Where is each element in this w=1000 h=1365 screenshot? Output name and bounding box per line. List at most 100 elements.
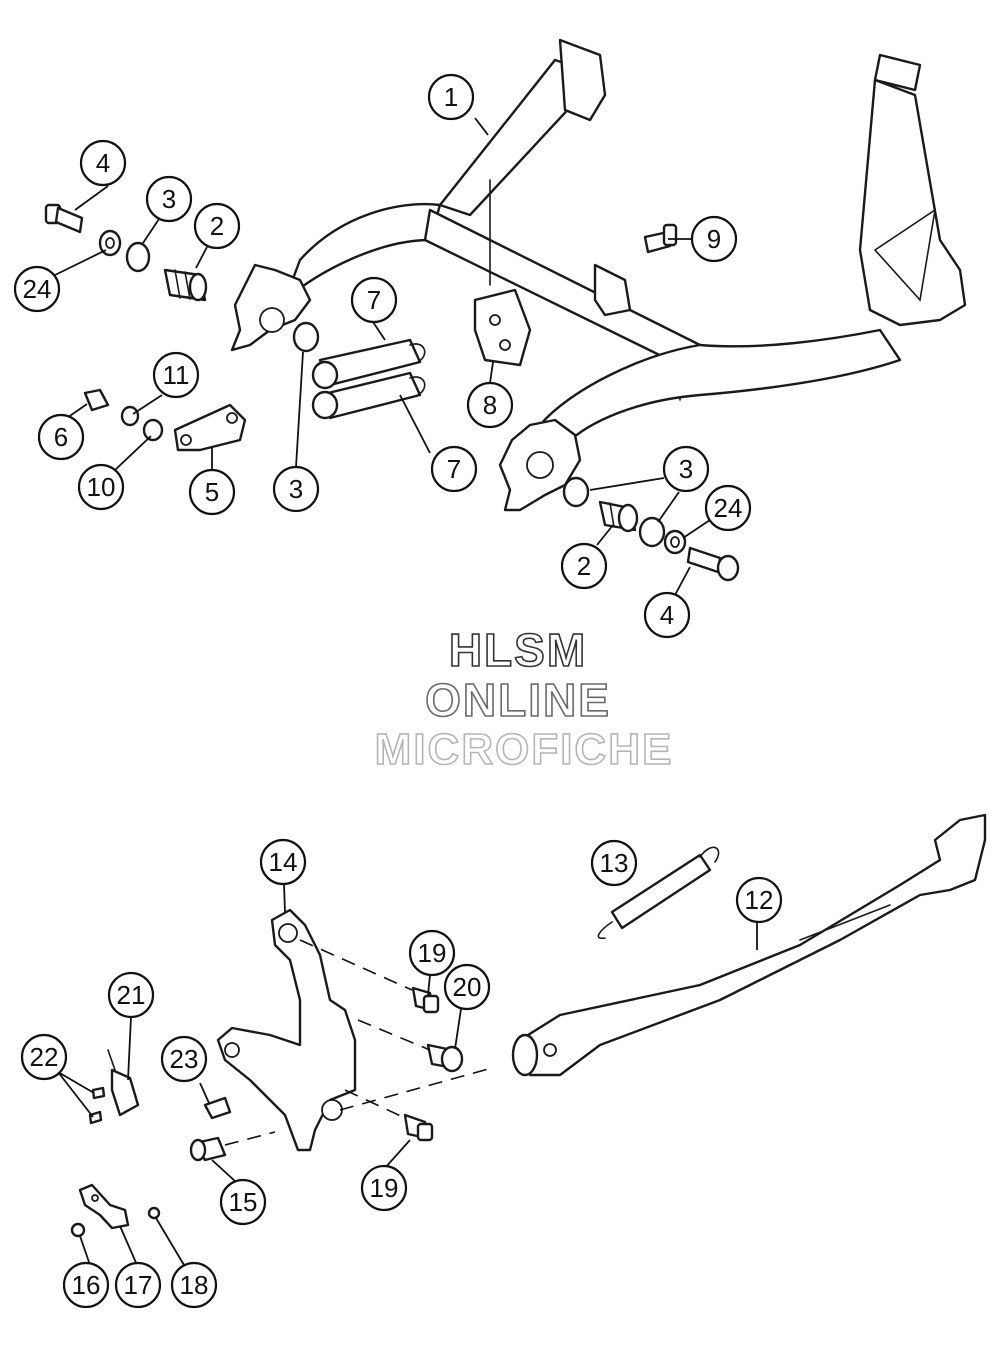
bolt-4-right xyxy=(686,546,740,582)
svg-text:19: 19 xyxy=(370,1173,399,1203)
plate-17 xyxy=(78,1183,130,1230)
svg-text:18: 18 xyxy=(180,1270,209,1300)
callout-3-right: 3 xyxy=(662,445,710,493)
callout-21: 21 xyxy=(107,971,155,1019)
bolt-9 xyxy=(643,223,678,254)
bushing-11 xyxy=(120,405,140,427)
leader-lines xyxy=(54,117,758,1266)
callout-2-upper: 2 xyxy=(193,202,241,250)
svg-text:24: 24 xyxy=(714,493,743,523)
pin-23 xyxy=(203,1096,232,1120)
springs-7 xyxy=(311,338,426,420)
washer-24-right xyxy=(663,529,687,555)
callout-5: 5 xyxy=(188,468,236,516)
bushing-2-right xyxy=(598,500,639,533)
callout-1: 1 xyxy=(427,73,475,121)
callout-2-right: 2 xyxy=(560,542,608,590)
callout-20: 20 xyxy=(443,963,491,1011)
callout-15: 15 xyxy=(219,1178,267,1226)
svg-text:10: 10 xyxy=(87,472,116,502)
svg-text:8: 8 xyxy=(483,390,497,420)
svg-text:17: 17 xyxy=(124,1270,153,1300)
svg-text:2: 2 xyxy=(210,211,224,241)
pin-15 xyxy=(189,1136,227,1162)
svg-text:3: 3 xyxy=(679,454,693,484)
o-ring-3-right-b xyxy=(638,516,666,548)
o-ring-3-left xyxy=(125,241,151,273)
o-ring-3-right-a xyxy=(562,476,590,508)
screw-22-b xyxy=(88,1110,103,1125)
o-ring-3-middle xyxy=(292,321,320,353)
center-stand-frame xyxy=(230,38,967,512)
alignment-lines xyxy=(224,939,493,1146)
svg-text:16: 16 xyxy=(72,1270,101,1300)
bolt-19-lower xyxy=(403,1113,434,1142)
svg-text:4: 4 xyxy=(660,600,674,630)
callout-22: 22 xyxy=(20,1033,68,1081)
bolt-4-left xyxy=(44,203,84,234)
spring-13 xyxy=(597,846,720,940)
svg-text:19: 19 xyxy=(418,938,447,968)
svg-text:3: 3 xyxy=(289,474,303,504)
svg-text:20: 20 xyxy=(453,972,482,1002)
washer-24-left xyxy=(98,229,122,257)
callout-24-right: 24 xyxy=(704,484,752,532)
watermark-line-1: HLSM xyxy=(449,624,587,676)
callout-12: 12 xyxy=(735,876,783,924)
svg-text:24: 24 xyxy=(23,274,52,304)
callout-17: 17 xyxy=(114,1261,162,1309)
svg-text:15: 15 xyxy=(229,1187,258,1217)
svg-text:1: 1 xyxy=(444,82,458,112)
washer-18 xyxy=(147,1206,161,1220)
sensor-21 xyxy=(107,1049,140,1117)
callout-19-upper: 19 xyxy=(408,929,456,977)
callout-11: 11 xyxy=(152,351,200,399)
callout-7-upper: 7 xyxy=(350,276,398,324)
bracket-5 xyxy=(173,403,247,452)
svg-text:6: 6 xyxy=(54,422,68,452)
callout-18: 18 xyxy=(170,1261,218,1309)
svg-text:14: 14 xyxy=(269,847,298,877)
svg-text:7: 7 xyxy=(447,454,461,484)
bolt-6 xyxy=(83,388,110,412)
callout-13: 13 xyxy=(590,839,638,887)
svg-text:13: 13 xyxy=(600,848,629,878)
bracket-14 xyxy=(216,908,357,1152)
svg-text:12: 12 xyxy=(745,885,774,915)
bracket-8 xyxy=(473,288,532,367)
svg-text:7: 7 xyxy=(367,285,381,315)
callout-19-lower: 19 xyxy=(360,1164,408,1212)
screw-22-a xyxy=(91,1086,106,1100)
callout-9: 9 xyxy=(690,215,738,263)
svg-text:21: 21 xyxy=(117,980,146,1010)
bushing-10 xyxy=(142,418,164,442)
callout-6: 6 xyxy=(37,413,85,461)
nut-16 xyxy=(70,1222,86,1238)
callout-24-upper: 24 xyxy=(13,265,61,313)
callout-4-upper: 4 xyxy=(79,139,127,187)
watermark: HLSM ONLINE MICROFICHE xyxy=(374,623,674,775)
bushing-2-left xyxy=(163,268,208,302)
callout-4-right: 4 xyxy=(643,591,691,639)
callout-10: 10 xyxy=(77,463,125,511)
callout-8: 8 xyxy=(466,381,514,429)
callout-16: 16 xyxy=(62,1261,110,1309)
svg-text:4: 4 xyxy=(96,148,110,178)
callout-3-upper: 3 xyxy=(145,175,193,223)
side-stand xyxy=(511,813,987,1077)
watermark-line-2: ONLINE xyxy=(425,674,611,726)
callout-23: 23 xyxy=(160,1035,208,1083)
watermark-line-3: MICROFICHE xyxy=(375,725,674,774)
bolt-20 xyxy=(426,1043,464,1073)
svg-text:23: 23 xyxy=(170,1044,199,1074)
svg-text:11: 11 xyxy=(163,360,190,390)
svg-text:2: 2 xyxy=(577,551,591,581)
callout-14: 14 xyxy=(259,838,307,886)
svg-text:22: 22 xyxy=(30,1042,59,1072)
callout-3-middle: 3 xyxy=(272,465,320,513)
svg-text:9: 9 xyxy=(707,224,721,254)
callout-7-lower: 7 xyxy=(430,445,478,493)
svg-text:5: 5 xyxy=(205,477,219,507)
bolt-19-upper xyxy=(411,986,440,1014)
